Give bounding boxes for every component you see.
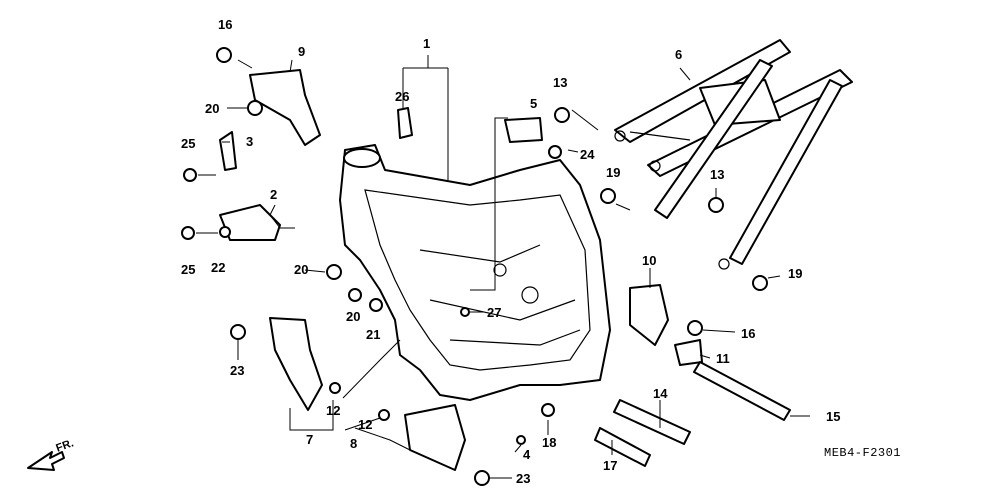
callout-15: 15 — [826, 409, 841, 424]
collar-11 — [674, 339, 703, 366]
nut-18 — [541, 403, 555, 417]
callout-16-b: 16 — [741, 326, 756, 341]
leader-lines — [196, 55, 810, 479]
collar-12-a — [329, 382, 341, 394]
callout-8: 8 — [350, 436, 358, 451]
callout-19-b: 19 — [788, 266, 803, 281]
callout-18: 18 — [542, 435, 557, 450]
bolt-19-right — [752, 275, 768, 291]
callout-9: 9 — [298, 44, 306, 59]
guard-8 — [404, 404, 466, 471]
callout-7: 7 — [306, 432, 314, 447]
callout-13-b: 13 — [710, 167, 725, 182]
nut-27 — [460, 307, 470, 317]
bolt-19-left — [600, 188, 616, 204]
bolts — [181, 47, 791, 486]
callout-16-a: 16 — [218, 17, 233, 32]
left-brackets — [219, 69, 703, 471]
bolt-16-top — [216, 47, 232, 63]
callout-27: 27 — [487, 305, 502, 320]
callout-17: 17 — [603, 458, 618, 473]
bracket-10 — [629, 284, 669, 346]
callout-23-a: 23 — [230, 363, 245, 378]
callout-11: 11 — [716, 351, 730, 366]
callout-20-c: 20 — [346, 309, 361, 324]
bolt-17 — [594, 427, 651, 467]
callout-5: 5 — [530, 96, 538, 111]
callout-25-b: 25 — [181, 262, 196, 277]
callout-12-b: 12 — [358, 417, 373, 432]
bolt-16-right — [687, 320, 703, 336]
clip-4 — [516, 435, 526, 445]
callout-1: 1 — [423, 36, 431, 51]
front-arrow-icon — [27, 451, 65, 471]
callout-22: 22 — [211, 260, 226, 275]
callout-12-a: 12 — [326, 403, 341, 418]
callout-2: 2 — [270, 187, 278, 202]
callout-20-a: 20 — [205, 101, 220, 116]
callout-6: 6 — [675, 47, 683, 62]
callout-23-b: 23 — [516, 471, 531, 486]
callout-14: 14 — [653, 386, 668, 401]
bolt-13-right — [708, 197, 724, 213]
bolt-23-bottom — [474, 470, 490, 486]
washer-20-b — [247, 100, 263, 116]
washer-20-c — [348, 288, 362, 302]
callout-19-a: 19 — [606, 165, 621, 180]
bolt-13-upper — [554, 107, 570, 123]
clip-3 — [219, 131, 237, 171]
bolt-25-lower — [181, 226, 195, 240]
callout-10: 10 — [642, 253, 657, 268]
callout-21: 21 — [366, 327, 381, 342]
washer-20-a — [326, 264, 342, 280]
collar-12-b — [378, 409, 390, 421]
nut-22 — [219, 226, 231, 238]
callout-20-b: 20 — [294, 262, 309, 277]
callout-24: 24 — [580, 147, 595, 162]
diagram-code: MEB4-F2301 — [824, 446, 902, 460]
washer-21 — [369, 298, 383, 312]
callout-13-a: 13 — [553, 75, 568, 90]
callout-3: 3 — [246, 134, 254, 149]
bracket-5 — [504, 117, 543, 143]
sub-frame — [614, 39, 853, 270]
bolt-15 — [693, 361, 791, 421]
clip-26 — [397, 107, 413, 139]
guard-7 — [269, 317, 323, 411]
callout-26: 26 — [395, 89, 410, 104]
bolt-23-left — [230, 324, 246, 340]
callout-25-a: 25 — [181, 136, 196, 151]
main-frame — [339, 144, 611, 401]
callout-4: 4 — [523, 447, 531, 462]
bolt-14 — [613, 399, 691, 445]
nut-24 — [548, 145, 562, 159]
bolt-25-upper — [183, 168, 197, 182]
